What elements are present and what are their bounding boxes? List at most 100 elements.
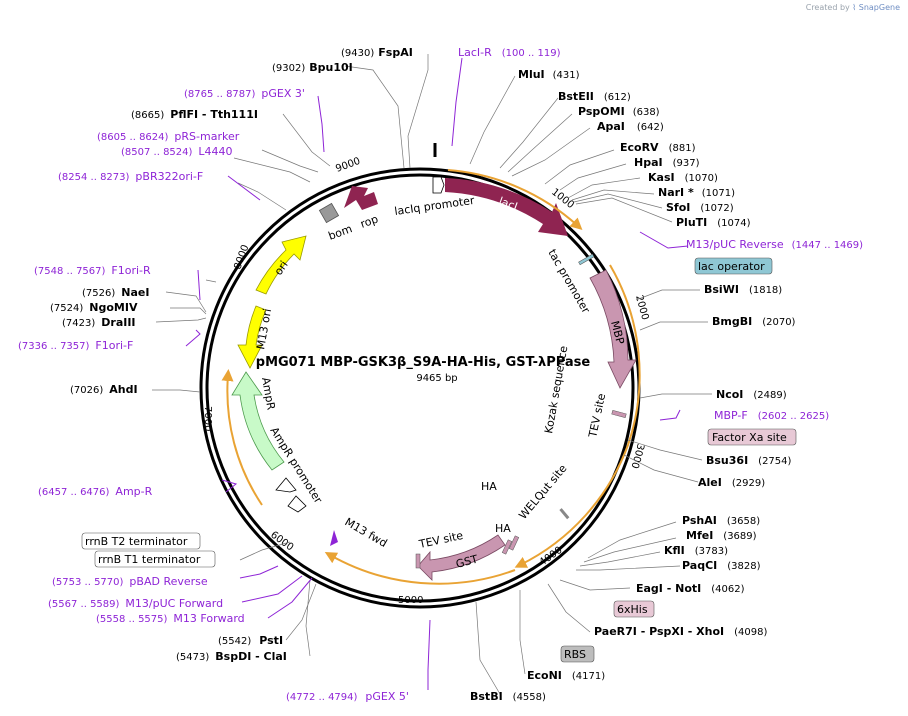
label-alei: AleI(2929) [698,476,765,489]
label-m13puc-reverse: M13/pUC Reverse(1447 .. 1469) [686,238,863,251]
ampr-label: AmpR [259,376,278,411]
primer-leaders [185,57,689,690]
label-pbad: (5753 .. 5770)pBAD Reverse [52,575,208,588]
label-m13-forward: (5558 .. 5575)M13 Forward [96,612,245,625]
laciq-promoter-label: lacIq promoter [394,194,476,218]
label-eagi: EagI - NotI(4062) [636,582,745,595]
label-pgex5: (4772 .. 4794)pGEX 5' [286,690,409,703]
label-mlui: MluI(431) [518,68,580,81]
label-draiii: (7423)DraIII [62,316,136,329]
label-pgex3: (8765 .. 8787)pGEX 3' [184,87,305,100]
label-pluti: PluTI(1074) [676,216,751,229]
label-ahdi: (7026)AhdI [70,383,138,396]
snapgene-logo-icon: ⌇ [852,3,857,12]
label-kfli: KflI(3783) [664,544,728,557]
laci-arrow [445,178,568,236]
tick-label: 9000 [334,156,362,175]
ampr-promoter-arrow-2 [287,495,307,513]
label-sfoi: SfoI(1072) [666,201,734,214]
rrnb-t2-box: rrnB T2 terminator [85,535,188,548]
laciq-promoter-arrow [432,176,445,194]
ampr-promoter-arrow [275,477,297,493]
factor-xa-box: Factor Xa site [712,431,787,444]
lac-operator-mark [578,253,595,266]
gst-label: GST [454,553,479,571]
label-pspomi: PspOMI(638) [578,105,660,118]
label-bspdi: (5473)BspDI - ClaI [176,650,287,663]
ha-2-label: HA [495,522,511,535]
label-apai: ApaI(642) [597,120,664,133]
credit-prefix: Created by [805,3,850,12]
label-fspai: (9430)FspAI [341,46,413,59]
label-ngomiv: (7524)NgoMIV [50,301,138,314]
m13-fwd-label: M13 fwd [343,515,390,550]
label-prs: (8605 .. 8624)pRS-marker [97,130,240,143]
rop-label: rop [359,212,380,230]
laci-label: lacI [497,195,519,214]
label-f1orif: (7336 .. 7357)F1ori-F [18,339,133,352]
label-bsu36i: Bsu36I(2754) [706,454,792,467]
label-bstbi: BstBI(4558) [470,690,546,703]
leader-lines [152,54,712,695]
label-psti: (5542)PstI [218,634,283,647]
label-ecorv: EcoRV(881) [620,141,696,154]
label-pflfi: (8665)PflFI - Tth111I [131,108,258,121]
welqut-label: WELQut site [516,462,569,522]
label-lacir: LacI-R(100 .. 119) [458,46,561,59]
label-nari: NarI *(1071) [658,186,735,199]
label-mbpf: MBP-F(2602 .. 2625) [714,409,829,422]
label-econi: EcoNI(4171) [527,669,605,682]
plasmid-size: 9465 bp [416,373,457,384]
m13-fwd-mark [330,530,338,546]
label-ampr-primer: (6457 .. 6476)Amp-R [38,485,153,498]
ha-1-label: HA [481,480,497,493]
snapgene-credit: Created by ⌇ SnapGene [806,3,900,12]
label-bmgbi: BmgBI(2070) [712,315,796,328]
welqut-mark [559,508,570,520]
credit-brand: SnapGene [858,3,900,12]
label-bsteii: BstEII(612) [558,90,631,103]
orf-arc-laci [447,169,583,231]
tac-promoter-label: tac promoter [545,247,592,316]
rop-arrow [344,186,378,210]
mbp-label: MBP [608,319,627,346]
label-naei: (7526)NaeI [82,286,149,299]
tev-site-2-mark [415,553,421,569]
ori-arrow [255,235,307,295]
bom-label: bom [327,222,354,243]
m13-ori-arrow [237,305,267,369]
bom-mark [318,202,340,224]
label-bsiwi: BsiWI(1818) [704,283,782,296]
tick-label: 8000 [232,243,251,271]
label-kasi: KasI(1070) [648,171,718,184]
tev-site-1-mark [611,409,627,419]
mbp-arrow [589,269,637,389]
label-pbr: (8254 .. 8273)pBR322ori-F [58,170,203,183]
orf-arc-mbp [514,264,641,568]
plasmid-name: pMG071 MBP-GSK3β_S9A-HA-His, GST-λPPase [256,355,591,370]
label-hpai: HpaI(937) [634,156,700,169]
orf-arc-ampr [221,369,263,506]
label-paqci: PaqCI(3828) [682,559,761,572]
backbone-inner-circle [205,173,635,603]
tick-label: 7000 [202,406,213,431]
gst-arrow [417,534,506,581]
ha-2-mark [508,535,520,551]
tev-site-1-label: TEV site [586,392,608,439]
boxed-labels: lac operator Factor Xa site 6xHis RBS rr… [81,257,797,663]
tick-label: 5000 [398,595,423,606]
label-ncoi: NcoI(2489) [716,388,787,401]
site-labels: (9430)FspAI LacI-R(100 .. 119) (9302)Bpu… [18,46,863,703]
lac-operator-box: lac operator [698,260,765,273]
rbs-box: RBS [564,648,586,661]
orf-arc-gst [324,552,516,585]
tev-site-2-label: TEV site [417,529,464,551]
label-mfei: MfeI(3689) [686,529,757,542]
label-bpu10i: (9302)Bpu10I [272,61,353,74]
label-paer7i: PaeR7I - PspXI - XhoI(4098) [594,625,768,638]
label-m13puc-forward: (5567 .. 5589)M13/pUC Forward [48,597,223,610]
label-pshai: PshAI(3658) [682,514,760,527]
his6-box: 6xHis [617,603,648,616]
label-l4440: (8507 .. 8524)L4440 [121,145,233,158]
